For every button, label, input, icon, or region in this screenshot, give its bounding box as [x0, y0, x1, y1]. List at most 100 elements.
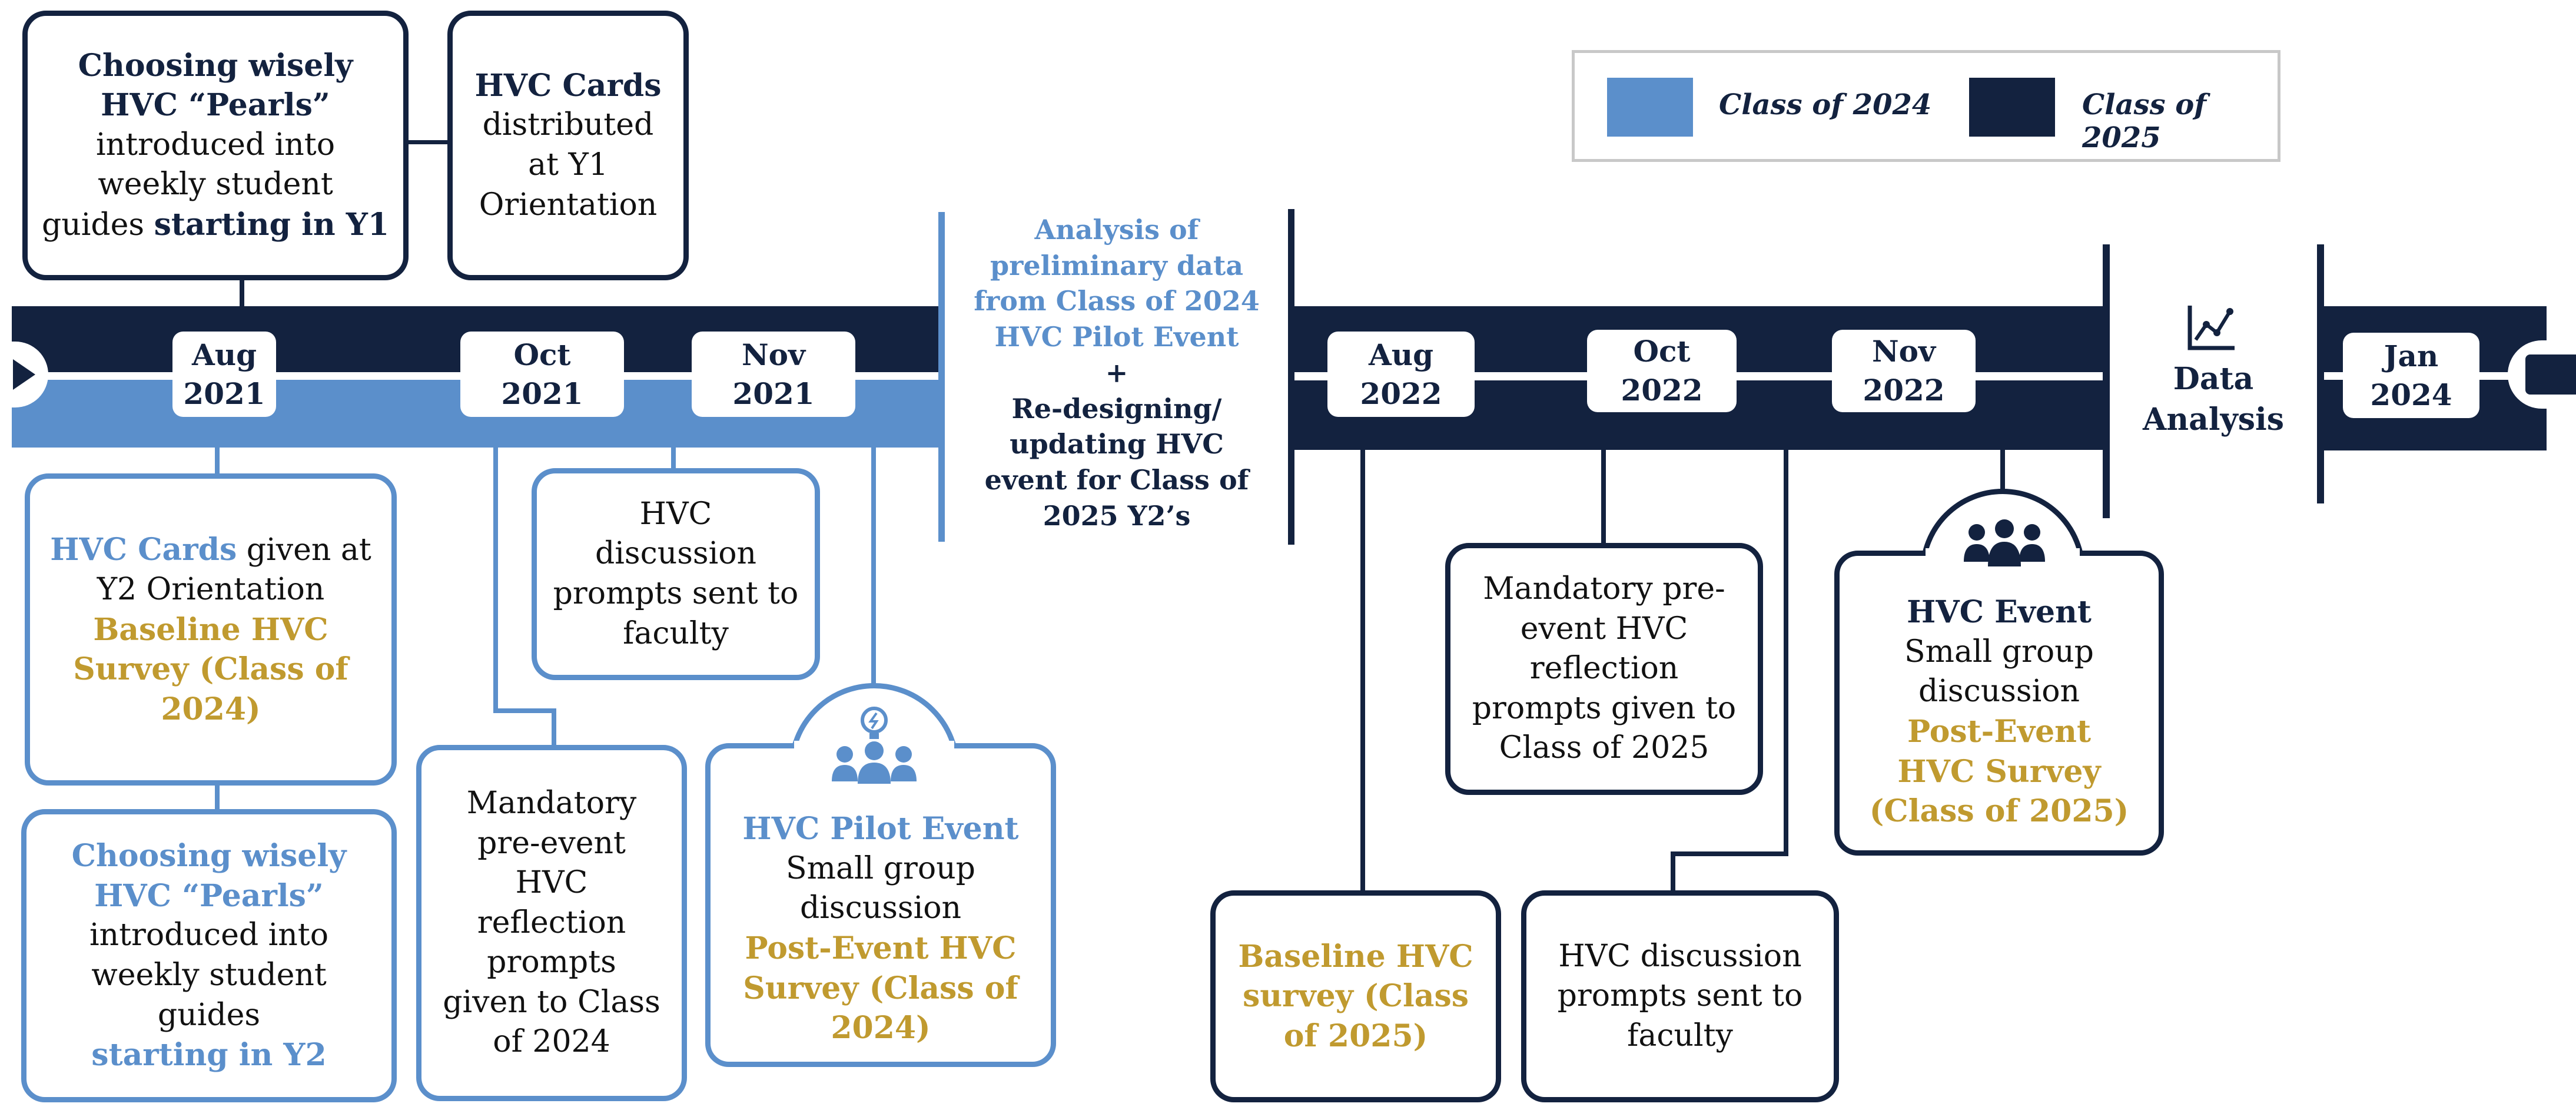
legend-label-2025: Class of 2025	[2082, 88, 2206, 154]
box-hvc-event: HVC Event Small group discussion Post-Ev…	[1834, 551, 2164, 856]
date-aug-2022: Aug 2022	[1327, 332, 1475, 417]
box-line: discussion	[1918, 674, 2080, 710]
note-line: Analysis of	[1034, 214, 1199, 246]
box-line: prompts	[487, 945, 616, 980]
lightbulb-group-icon	[832, 707, 917, 784]
box-line: HVC discussion	[1558, 938, 1802, 974]
date-oct-2022: Oct 2022	[1587, 330, 1737, 412]
box-line: of 2025)	[1283, 1018, 1428, 1054]
box-line: Post-Event HVC	[745, 930, 1017, 966]
legend: Class of 2024 Class of 2025	[1572, 50, 2280, 162]
box-line: HVC	[639, 496, 712, 532]
note-line: HVC Pilot Event	[994, 321, 1239, 353]
box-prompts-2022: HVC discussion prompts sent to faculty	[1521, 890, 1839, 1102]
box-line: Choosing wisely	[71, 838, 347, 874]
box-prompts-2021: HVC discussion prompts sent to faculty	[532, 468, 820, 680]
connector-hvc-event	[2000, 449, 2005, 491]
box-line: prompts sent to	[553, 576, 799, 611]
connector-pearls-y2	[215, 780, 220, 812]
box-line: Small group	[786, 850, 975, 886]
box-line: Y2 Orientation	[97, 572, 325, 608]
note-plus: +	[1105, 356, 1128, 389]
box-line: 2024)	[161, 691, 261, 727]
date-month: Oct	[1633, 334, 1691, 369]
date-year: 2021	[732, 376, 815, 411]
box-line: prompts given to	[1472, 690, 1737, 726]
data-analysis-line: Analysis	[2142, 401, 2285, 438]
date-oct-2021: Oct 2021	[460, 332, 624, 417]
date-month: Nov	[1871, 334, 1936, 369]
data-analysis-line: Data	[2173, 361, 2254, 397]
box-line: prompts sent to	[1557, 978, 1803, 1014]
divider-line-right	[1288, 209, 1294, 545]
box-line: introduced into	[96, 127, 335, 163]
line-chart-icon	[2187, 306, 2235, 350]
note-line: event for Class of	[984, 464, 1249, 496]
box-line: weekly student	[91, 957, 327, 993]
box-cards-y1: HVC Cards distributed at Y1 Orientation	[447, 11, 689, 280]
box-line: Small group	[1904, 634, 2094, 670]
connector-baseline-2025	[1360, 449, 1365, 893]
connector-mandatory-2024-v2	[552, 708, 556, 748]
date-month: Aug	[1368, 337, 1434, 372]
box-line-emph: HVC Cards	[50, 531, 237, 568]
box-pilot-event: HVC Pilot Event Small group discussion P…	[705, 743, 1056, 1067]
legend-swatch-2024	[1607, 78, 1693, 137]
stop-square-icon	[2525, 354, 2576, 395]
connector-mandatory-2024-v1	[493, 448, 498, 713]
date-year: 2022	[1863, 373, 1945, 407]
box-line: HVC Survey	[1897, 753, 2101, 790]
data-analysis-label: Data Analysis	[2131, 359, 2296, 440]
note-line: updating HVC	[1010, 428, 1224, 460]
box-line: Mandatory pre-	[1483, 571, 1725, 607]
box-pearls-y2: Choosing wisely HVC “Pearls” introduced …	[21, 809, 397, 1102]
date-year: 2022	[1360, 376, 1442, 411]
box-line: reflection	[1529, 651, 1679, 687]
connector-mandatory-2024-h	[493, 708, 556, 713]
group-people-icon	[1964, 519, 2045, 566]
box-line: Survey (Class of	[73, 651, 348, 688]
box-line: Baseline HVC	[1238, 938, 1473, 975]
box-line: Mandatory	[466, 785, 637, 821]
box-line: survey (Class	[1242, 978, 1469, 1015]
box-line: HVC Cards	[474, 67, 662, 104]
box-line: given at	[246, 532, 371, 568]
connector-prompts-2022-v2	[1671, 851, 1675, 893]
box-line: guides	[41, 207, 145, 243]
box-line: of 2024	[493, 1024, 610, 1060]
box-line: discussion	[595, 536, 756, 572]
box-line: guides	[157, 997, 261, 1033]
legend-swatch-2025	[1969, 78, 2055, 137]
date-jan-2024: Jan 2024	[2343, 333, 2479, 418]
box-line: Baseline HVC	[93, 611, 328, 648]
connector-mandatory-2025	[1601, 449, 1606, 546]
box-line: Orientation	[479, 187, 658, 223]
box-line: distributed	[482, 107, 654, 143]
box-line: given to Class	[443, 984, 660, 1020]
box-baseline-2025: Baseline HVC survey (Class of 2025)	[1210, 890, 1501, 1102]
box-line: Choosing wisely	[78, 47, 353, 84]
box-line: HVC Pilot Event	[742, 811, 1019, 847]
center-note: Analysis of preliminary data from Class …	[955, 212, 1279, 534]
date-nov-2022: Nov 2022	[1832, 330, 1976, 412]
divider-line-end	[2317, 244, 2324, 503]
box-mandatory-2025: Mandatory pre- event HVC reflection prom…	[1445, 543, 1763, 795]
box-line: HVC Event	[1907, 594, 2092, 631]
divider-line-left	[938, 212, 945, 542]
play-triangle-icon	[13, 359, 35, 390]
connector-pilot-event	[871, 448, 876, 689]
date-month: Jan	[2384, 338, 2439, 373]
box-line: faculty	[623, 615, 729, 651]
box-pearls-y1: Choosing wisely HVC “Pearls” introduced …	[22, 11, 409, 280]
note-line: from Class of 2024	[974, 285, 1260, 317]
date-year: 2022	[1621, 373, 1703, 407]
box-line: discussion	[799, 890, 961, 926]
box-line: (Class of 2025)	[1869, 793, 2129, 830]
note-line: Re-designing/	[1011, 392, 1222, 425]
box-line: HVC	[515, 865, 588, 901]
box-line: 2024)	[831, 1010, 931, 1046]
box-line: Survey (Class of	[743, 970, 1018, 1006]
box-line: HVC “Pearls”	[101, 87, 330, 124]
box-line: starting in Y2	[91, 1037, 327, 1073]
